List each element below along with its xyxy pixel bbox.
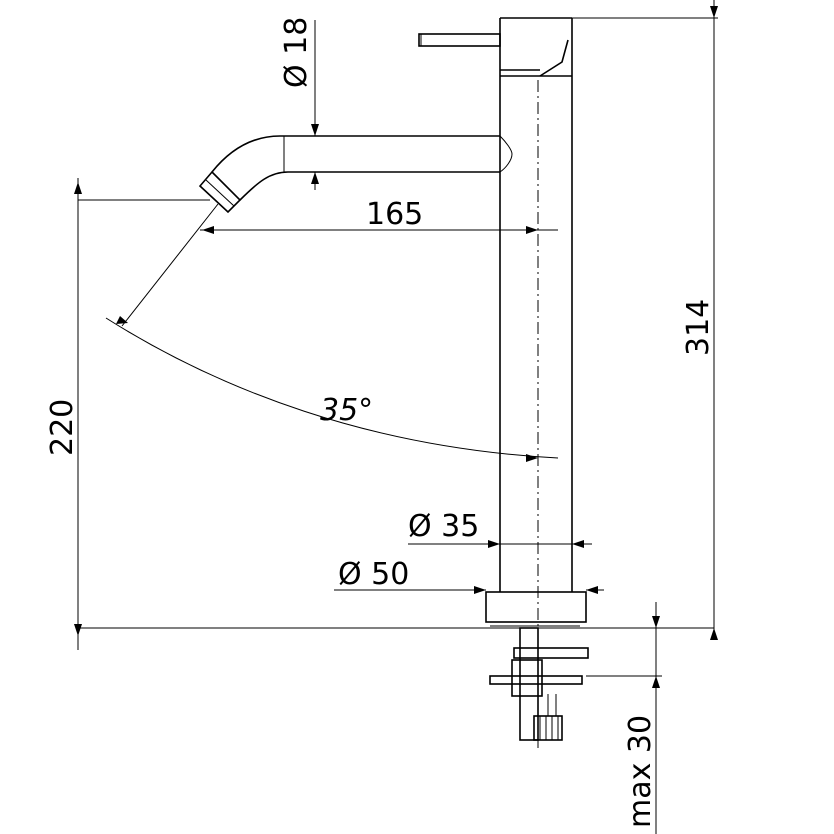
total-height-label: 314 [681,299,716,356]
spout-height-label: 220 [45,399,80,456]
dim-spout-angle: 35° [105,203,559,462]
dim-spout-height: 220 [45,178,210,650]
spout [198,135,513,214]
dim-base-diameter: Ø 50 [334,557,604,594]
dim-body-diameter: Ø 35 [408,509,592,548]
fixing-assembly [489,627,589,741]
dim-spout-reach: 165 [200,197,558,234]
faucet-body [499,17,573,748]
dim-max-deck: max 30 [586,602,662,834]
spout-diameter-label: Ø 18 [279,17,314,88]
dim-total-height: 314 [572,0,718,640]
body-diameter-label: Ø 35 [408,509,479,544]
spout-angle-label: 35° [320,393,373,428]
faucet-base [485,591,587,627]
max-deck-label: max 30 [623,715,658,828]
spout-reach-label: 165 [366,197,423,232]
lever-handle [418,33,501,47]
base-diameter-label: Ø 50 [338,557,409,592]
dim-spout-diameter: Ø 18 [279,17,319,190]
